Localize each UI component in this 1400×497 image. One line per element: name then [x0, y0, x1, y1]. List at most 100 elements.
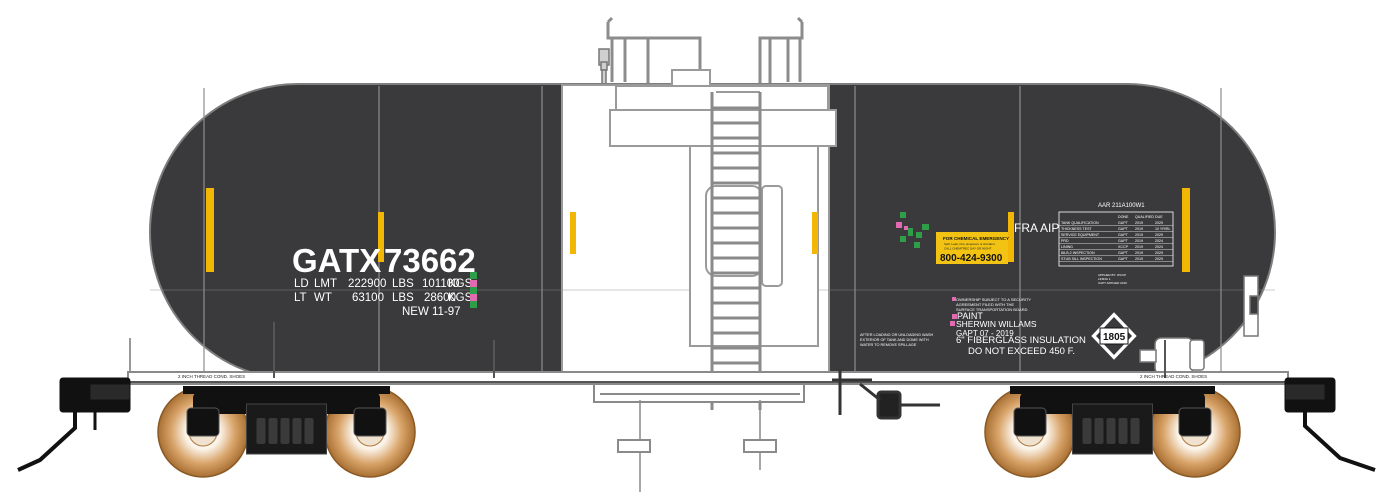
spec-cell: 2019 [1135, 239, 1143, 243]
spec-header: DUE [1155, 215, 1163, 219]
ld-lbs-value: 222900 [348, 278, 386, 290]
truck-spring [268, 418, 278, 444]
spec-cell: 2029 [1155, 257, 1163, 261]
spec-cell: LINING [1061, 245, 1073, 249]
truck-sideframe [1020, 392, 1205, 414]
safety-stripes [206, 188, 1190, 272]
loading-stencil: AFTER LOADING OR UNLOADING WASH EXTERIOR… [860, 333, 934, 347]
spec-cell: GAPT [1118, 257, 1129, 261]
spec-cell: 2029 [1155, 221, 1163, 225]
truck-sideframe [193, 392, 380, 414]
ld-kgs-value: 101100 [422, 278, 460, 290]
spec-cell: 2029 [1155, 251, 1163, 255]
truck-spring [1094, 418, 1104, 444]
spec-cell: GAPT [1118, 239, 1129, 243]
ownership-line-3: SURFACE TRANSPORTATION BOARD [956, 307, 1028, 312]
lt-label: LT [294, 292, 307, 304]
truck-spring [280, 418, 290, 444]
truck-spring [1082, 418, 1092, 444]
journal-box [186, 407, 220, 437]
spec-cell: GAPT [1118, 227, 1129, 231]
coupler-icon-right [1284, 377, 1376, 472]
loading-line-3: WATER TO REMOVE SPILLAGE [860, 343, 917, 347]
emergency-panel: FOR CHEMICAL EMERGENCY Spill, Leak, Fire… [936, 232, 1009, 264]
truck-spring [292, 418, 302, 444]
lt-kgs-unit: KGS [448, 292, 473, 304]
emergency-title: FOR CHEMICAL EMERGENCY [943, 236, 1009, 241]
truck-spring [1130, 418, 1140, 444]
spec-cell: SERVICE EQUIPMENT [1061, 233, 1100, 237]
insulation-label: 6" FIBERGLASS INSULATION [956, 335, 1086, 346]
truck-top [1010, 386, 1215, 394]
spec-cell: 2024 [1155, 239, 1163, 243]
truck-spring [304, 418, 314, 444]
spec-cell: 2019 [1135, 251, 1143, 255]
lmt-label: LMT [314, 278, 337, 290]
loading-line-2: EXTERIOR OF TANK AND DOME WITH [860, 338, 929, 342]
coupler-icon [17, 377, 131, 472]
spec-cell: 2019 [1135, 227, 1143, 231]
fra-aip-label: FRA AIP [1014, 221, 1059, 235]
hazmat-placard-icon: 1805 [1091, 312, 1137, 360]
emergency-body-1: Spill, Leak, Fire, Exposure or Accident [944, 242, 995, 246]
applied-stencil: APPLIED BY: WCCP LINING 1 CAPT APPLIED 2… [1098, 273, 1127, 285]
ownership-line-2: AGREEMENT FILED WITH THE [956, 302, 1014, 307]
underframe-pipes [273, 322, 1166, 378]
applied-line-1: APPLIED BY: WCCP [1098, 273, 1126, 277]
max-temp-label: DO NOT EXCEED 450 F. [968, 346, 1075, 357]
loading-line-1: AFTER LOADING OR UNLOADING WASH [860, 333, 934, 337]
ownership-stencil: OWNERSHIP SUBJECT TO A SECURITY AGREEMEN… [950, 297, 1086, 357]
wt-label: WT [314, 292, 332, 304]
spec-cell: 2019 [1135, 233, 1143, 237]
brake-rigging [832, 370, 940, 420]
spec-cell: GAPT [1118, 233, 1129, 237]
emergency-phone: 800-424-9300 [940, 253, 1003, 264]
end-fittings [129, 275, 1259, 378]
spec-cell: GAPT [1118, 251, 1129, 255]
new-date: 11-97 [432, 306, 461, 318]
truck-spring [1106, 418, 1116, 444]
spec-cell: 2029 [1155, 233, 1163, 237]
gapt-label: GAPT 07 - 2019 [956, 329, 1014, 338]
thread-stencil-left: 2 INCH THREAD COND. SHOES [178, 374, 245, 379]
spec-cell: 10 YR/RL [1155, 227, 1171, 231]
ld-kgs-unit: KGS [448, 278, 473, 290]
ld-lbs-unit: LBS [392, 278, 414, 290]
car-number: 73662 [384, 242, 476, 279]
paint-label: PAINT [957, 311, 983, 321]
truck-right [984, 386, 1241, 478]
lt-lbs-value: 63100 [352, 292, 384, 304]
thread-stencil-right: 2 INCH THREAD COND. SHOES [1140, 374, 1207, 379]
emergency-body-2: CALL CHEMTREC DAY OR NIGHT [944, 247, 992, 251]
placard-number: 1805 [1103, 332, 1126, 343]
ownership-line-1: OWNERSHIP SUBJECT TO A SECURITY [956, 297, 1031, 302]
capacity-stencil: LD LMT 222900 LBS 101100 KGS LT WT 63100… [294, 278, 473, 318]
truck-left [157, 386, 416, 478]
paint-brand: SHERWIN WILLAMS [956, 319, 1037, 329]
ld-label: LD [294, 278, 309, 290]
handrail-icon [606, 16, 804, 95]
reflective-tags [896, 212, 929, 248]
truck-spring [1118, 418, 1128, 444]
spec-cell: 2019 [1135, 245, 1143, 249]
truck-spring [256, 418, 266, 444]
safety-valve-icon [598, 48, 610, 87]
spec-cell: XCCP [1118, 245, 1129, 249]
applied-line-3: CAPT APPLIED 2019 [1098, 281, 1127, 285]
spec-cell: 2024 [1155, 245, 1163, 249]
spec-title: AAR 211A100W1 [1098, 203, 1145, 209]
journal-box [1013, 407, 1047, 437]
spec-cell: GAPT [1118, 221, 1129, 225]
spec-cell: STUB SILL INSPECTION [1061, 257, 1102, 261]
spec-cell: 88-B.2 INSPECTION [1061, 251, 1095, 255]
lt-lbs-unit: LBS [392, 292, 414, 304]
spec-cell: TANK QUALIFICATION [1061, 221, 1099, 225]
spec-cell: PRD [1061, 239, 1069, 243]
capacity-tags [470, 272, 477, 308]
spec-header: QUALIFIED [1135, 215, 1154, 219]
journal-box [1178, 407, 1212, 437]
spec-cell: 2019 [1135, 257, 1143, 261]
journal-box [353, 407, 387, 437]
